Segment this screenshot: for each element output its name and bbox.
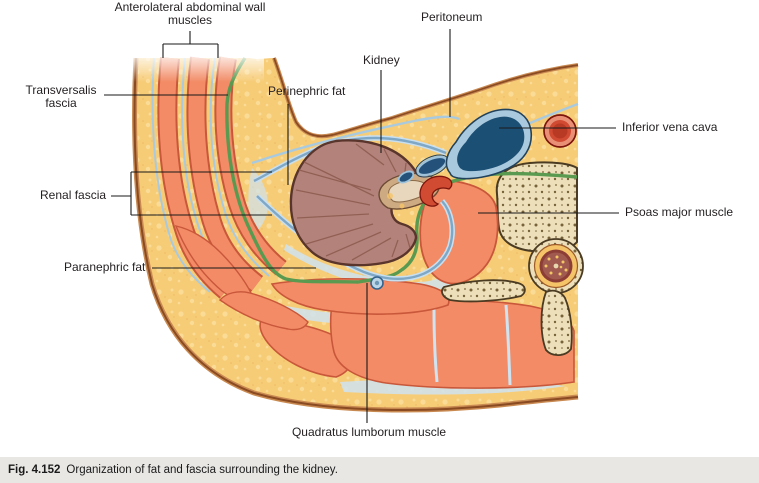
nerve-rootlets	[544, 255, 568, 276]
label-transversalis-fascia: Transversalis fascia	[25, 83, 97, 110]
renal-artery-shape	[419, 175, 453, 207]
figure-caption-text: Organization of fat and fascia surroundi…	[66, 464, 338, 476]
quadratus-lumborum-shape	[270, 277, 450, 315]
label-inferior-vena-cava: Inferior vena cava	[622, 120, 718, 134]
label-kidney: Kidney	[363, 53, 400, 67]
figure-illustration	[104, 29, 619, 423]
label-perinephric-fat: Perinephric fat	[268, 84, 346, 98]
leader-anterolateral	[162, 31, 219, 58]
vein-branch-shape	[397, 170, 415, 184]
figure-number: Fig. 4.152	[8, 464, 61, 476]
label-quadratus-lumborum-muscle: Quadratus lumborum muscle	[291, 425, 447, 439]
label-anterolateral-abdominal-wall-muscles: Anterolateral abdominal wall muscles	[114, 0, 266, 27]
spinous-process	[540, 289, 573, 357]
skin-contours	[132, 57, 579, 413]
label-paranephric-fat: Paranephric fat	[64, 260, 146, 274]
label-peritoneum: Peritoneum	[421, 10, 483, 24]
ivc-shape	[445, 108, 533, 180]
label-renal-fascia: Renal fascia	[40, 188, 107, 202]
label-psoas-major-muscle: Psoas major muscle	[625, 205, 734, 219]
cord-center	[553, 263, 559, 269]
figure-caption: Fig. 4.152 Organization of fat and fasci…	[0, 457, 759, 483]
flank-muscle-slips	[174, 225, 309, 331]
muscle-seams	[432, 304, 512, 386]
ureter-shape	[370, 276, 384, 290]
leader-renal-fascia	[111, 171, 272, 216]
transverse-process	[441, 279, 526, 303]
kidney-striations	[295, 143, 411, 261]
cut-edge-fade	[126, 50, 264, 82]
aorta-shape	[543, 114, 577, 148]
sinus-fat	[399, 203, 405, 209]
leader-lines	[104, 29, 619, 423]
sinus-fat	[387, 193, 393, 199]
vertebra	[495, 161, 584, 357]
